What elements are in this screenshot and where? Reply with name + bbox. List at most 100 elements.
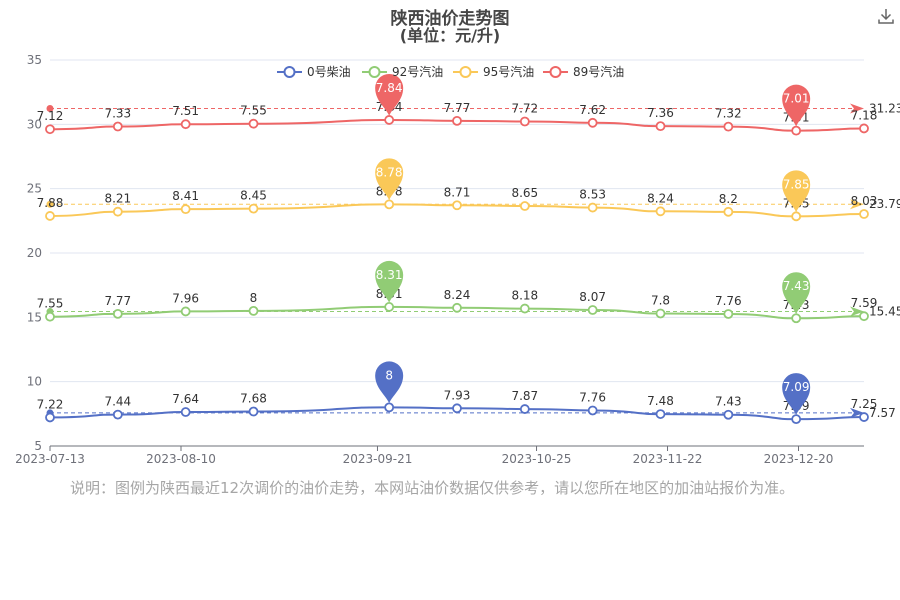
data-point[interactable] bbox=[655, 409, 666, 419]
x-tick-label: 2023-12-20 bbox=[764, 452, 834, 466]
value-label: 7.32 bbox=[715, 107, 742, 121]
data-point[interactable] bbox=[723, 309, 734, 319]
data-point[interactable] bbox=[248, 305, 259, 316]
min-pin-label: 7.85 bbox=[783, 177, 810, 191]
data-point[interactable] bbox=[45, 211, 55, 221]
legend-item[interactable]: 0号柴油 bbox=[277, 65, 351, 79]
legend-label: 0号柴油 bbox=[307, 65, 351, 79]
data-point[interactable] bbox=[587, 405, 598, 416]
min-pin-label: 7.43 bbox=[783, 279, 810, 293]
data-point[interactable] bbox=[859, 311, 869, 322]
download-icon[interactable] bbox=[876, 6, 896, 26]
data-point[interactable] bbox=[45, 412, 55, 423]
data-point[interactable] bbox=[248, 203, 259, 214]
data-point[interactable] bbox=[655, 206, 666, 217]
data-point[interactable] bbox=[180, 204, 191, 215]
data-point[interactable] bbox=[384, 302, 395, 312]
data-point[interactable] bbox=[180, 407, 191, 417]
data-point[interactable] bbox=[452, 302, 462, 313]
average-label: 31.23 bbox=[869, 102, 900, 116]
data-point[interactable] bbox=[452, 115, 462, 126]
value-label: 7.22 bbox=[37, 397, 64, 411]
data-point[interactable] bbox=[384, 199, 395, 210]
legend-item[interactable]: 95号汽油 bbox=[453, 64, 534, 79]
value-label: 7.88 bbox=[37, 196, 64, 210]
data-point[interactable] bbox=[655, 308, 666, 319]
value-label: 7.96 bbox=[172, 291, 199, 305]
min-pin: 7.85 bbox=[782, 170, 811, 213]
data-point[interactable] bbox=[45, 124, 55, 135]
average-arrow bbox=[850, 199, 864, 210]
max-pin: 8 bbox=[375, 361, 404, 404]
y-tick-label: 20 bbox=[27, 246, 42, 260]
legend-marker bbox=[283, 66, 296, 78]
data-point[interactable] bbox=[859, 412, 869, 422]
data-point[interactable] bbox=[723, 409, 734, 420]
value-label: 8.41 bbox=[172, 189, 199, 203]
value-label: 7.8 bbox=[651, 293, 670, 307]
value-label: 7.68 bbox=[240, 392, 267, 406]
min-pin: 7.01 bbox=[782, 84, 811, 127]
data-point[interactable] bbox=[791, 125, 802, 136]
data-point[interactable] bbox=[655, 121, 666, 132]
data-point[interactable] bbox=[587, 305, 598, 315]
data-point[interactable] bbox=[384, 115, 395, 125]
legend-item[interactable]: 92号汽油 bbox=[362, 64, 443, 79]
data-point[interactable] bbox=[452, 403, 462, 414]
data-point[interactable] bbox=[519, 404, 530, 414]
data-point[interactable] bbox=[587, 202, 598, 213]
value-label: 7.48 bbox=[647, 394, 674, 408]
value-label: 7.62 bbox=[579, 103, 606, 117]
value-label: 8.24 bbox=[444, 288, 471, 302]
data-point[interactable] bbox=[791, 313, 802, 324]
value-label: 7.36 bbox=[647, 106, 674, 120]
data-point[interactable] bbox=[859, 209, 869, 219]
max-pin: 8.31 bbox=[375, 260, 404, 303]
data-point[interactable] bbox=[248, 406, 259, 417]
data-point[interactable] bbox=[180, 119, 191, 130]
data-point[interactable] bbox=[859, 123, 869, 134]
data-point[interactable] bbox=[519, 303, 530, 314]
legend-label: 92号汽油 bbox=[392, 64, 443, 79]
data-point[interactable] bbox=[112, 308, 123, 319]
value-label: 8.21 bbox=[104, 192, 131, 206]
data-point[interactable] bbox=[791, 211, 802, 222]
x-tick-label: 2023-09-21 bbox=[343, 452, 413, 466]
value-label: 7.93 bbox=[444, 388, 471, 402]
value-label: 7.55 bbox=[240, 104, 267, 118]
max-pin-shape bbox=[375, 361, 404, 404]
data-point[interactable] bbox=[384, 402, 395, 413]
series-line bbox=[49, 118, 865, 132]
legend-marker bbox=[368, 66, 381, 78]
data-point[interactable] bbox=[587, 117, 598, 128]
data-point[interactable] bbox=[248, 118, 259, 129]
value-label: 7.72 bbox=[511, 102, 538, 116]
data-point[interactable] bbox=[180, 306, 191, 317]
data-point[interactable] bbox=[723, 121, 734, 132]
data-point[interactable] bbox=[723, 206, 734, 217]
data-point[interactable] bbox=[112, 409, 123, 420]
legend-marker bbox=[459, 66, 472, 78]
value-label: 8.07 bbox=[579, 290, 606, 304]
y-tick-label: 15 bbox=[27, 310, 42, 324]
average-arrow bbox=[850, 103, 864, 114]
max-pin-label: 8.78 bbox=[376, 165, 403, 179]
value-label: 7.64 bbox=[172, 392, 199, 406]
data-point[interactable] bbox=[45, 311, 55, 322]
max-pin-shape bbox=[375, 158, 404, 201]
x-tick-label: 2023-11-22 bbox=[633, 452, 703, 466]
data-point[interactable] bbox=[519, 116, 530, 127]
data-point[interactable] bbox=[519, 201, 530, 211]
data-point[interactable] bbox=[112, 206, 123, 217]
legend-item[interactable]: 89号汽油 bbox=[543, 64, 624, 79]
data-point[interactable] bbox=[452, 200, 462, 211]
chart-title: 陕西油价走势图 bbox=[390, 9, 510, 29]
average-arrow bbox=[850, 407, 864, 418]
max-pin-label: 8.31 bbox=[376, 268, 403, 282]
data-point[interactable] bbox=[112, 121, 123, 132]
x-tick-label: 2023-07-13 bbox=[15, 452, 85, 466]
data-point[interactable] bbox=[791, 414, 802, 425]
average-label: 15.45 bbox=[869, 305, 900, 319]
y-tick-label: 25 bbox=[27, 182, 42, 196]
series-line bbox=[49, 406, 865, 421]
